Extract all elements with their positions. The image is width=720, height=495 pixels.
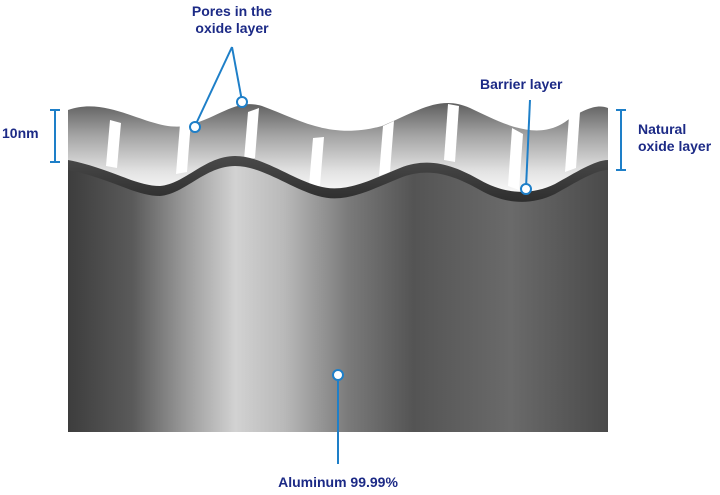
pore-marker [189,121,201,133]
barrier-layer [68,156,608,202]
pores-label: Pores in the oxide layer [182,3,282,37]
pores-label-line2: oxide layer [195,20,269,36]
pores-callout-line-right [231,46,243,102]
pore [176,121,191,174]
barrier-callout-line [525,99,531,189]
oxide-pores [106,104,580,190]
natural-oxide-label-line1: Natural [638,121,687,137]
barrier-label: Barrier layer [480,76,563,92]
pores-callout-line-left [194,46,233,127]
pores-label-line1: Pores in the [191,3,273,19]
thickness-label: 10nm [2,125,39,141]
aluminum-marker [332,369,344,381]
aluminum-label: Aluminum 99.99% [278,474,398,490]
pore [106,120,121,168]
callout-markers [189,96,532,381]
aluminum-base [68,164,608,432]
natural-oxide-label-line2: oxide layer [638,138,712,154]
barrier-marker [520,183,532,195]
natural-oxide-label: Natural oxide layer [638,121,711,155]
callout-lines [50,46,626,464]
natural-oxide-layer [68,103,608,194]
pore [444,104,459,162]
pore [309,137,324,186]
pore [244,108,259,160]
pore [508,128,523,190]
pore-marker [236,96,248,108]
pore [379,121,394,176]
pore [565,112,580,172]
